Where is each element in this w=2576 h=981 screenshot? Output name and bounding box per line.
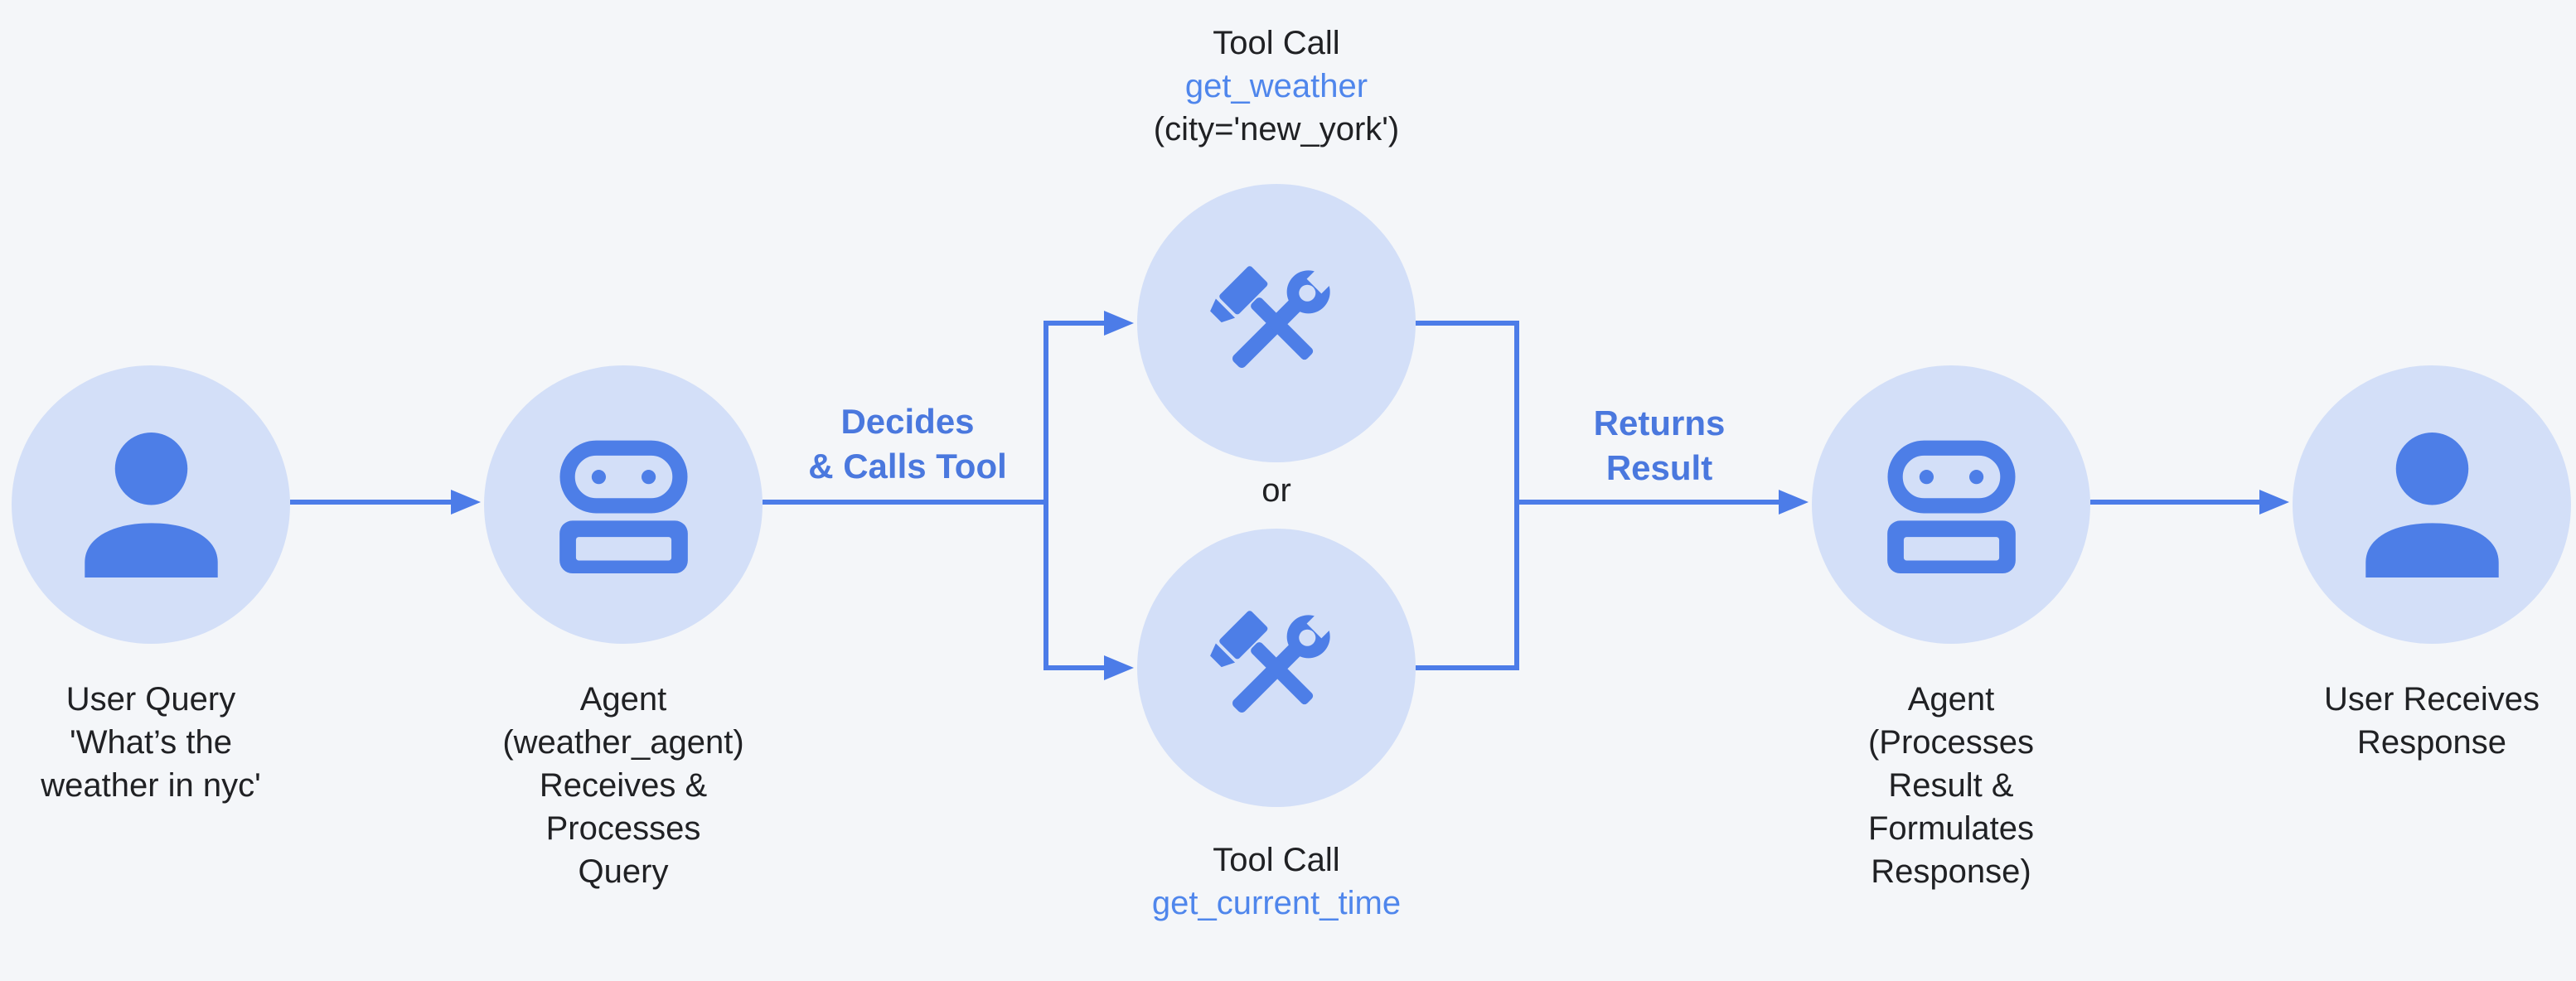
tool-args: (city='new_york') bbox=[1153, 111, 1400, 147]
caption-line: weather in nyc' bbox=[41, 767, 261, 804]
caption-line: User Receives bbox=[2323, 681, 2540, 718]
person-icon bbox=[2365, 432, 2499, 577]
caption-user-query: User Query 'What’s the weather in nyc' bbox=[41, 678, 261, 807]
caption-line: Agent bbox=[579, 681, 667, 718]
node-user-query bbox=[12, 365, 290, 644]
caption-line: (Processes bbox=[1867, 724, 2035, 761]
tool-name-get-current-time: get_current_time bbox=[1151, 885, 1402, 921]
arrowhead-tool-bottom bbox=[1104, 655, 1134, 680]
caption-user-response: User Receives Response bbox=[2324, 678, 2540, 764]
arrowhead-agent-out bbox=[1779, 490, 1809, 515]
person-icon bbox=[84, 432, 218, 577]
robot-icon bbox=[1886, 440, 2016, 573]
tools-icon bbox=[1209, 261, 1339, 368]
edge-label-line: Decides bbox=[840, 402, 975, 441]
robot-icon bbox=[559, 440, 688, 573]
caption-line: Result & bbox=[1888, 767, 2014, 804]
label-tool-get-current-time: Tool Call get_current_time bbox=[1152, 838, 1401, 925]
caption-line: Receives & bbox=[539, 767, 708, 804]
arrowhead-user-out bbox=[2259, 490, 2289, 515]
edge-label-line: Returns bbox=[1593, 404, 1726, 442]
caption-line: Query bbox=[578, 853, 669, 890]
caption-agent-in: Agent (weather_agent) Receives & Process… bbox=[502, 678, 743, 893]
edge-label-returns-result: Returns Result bbox=[1594, 401, 1726, 490]
edge-label-line: Result bbox=[1605, 448, 1713, 487]
node-user-response bbox=[2293, 365, 2571, 644]
caption-line: 'What’s the bbox=[70, 724, 232, 761]
caption-line: Agent bbox=[1907, 681, 1995, 718]
caption-line: Response) bbox=[1871, 853, 2031, 890]
node-tool-get-current-time bbox=[1137, 529, 1416, 807]
or-label: or bbox=[1261, 472, 1291, 509]
caption-line: Response bbox=[2356, 724, 2507, 761]
tool-name-get-weather: get_weather bbox=[1184, 68, 1368, 104]
edge-label-line: & Calls Tool bbox=[808, 447, 1007, 486]
caption-line: (weather_agent) bbox=[502, 724, 744, 761]
tool-call-title: Tool Call bbox=[1213, 842, 1340, 878]
tool-call-title: Tool Call bbox=[1213, 25, 1340, 61]
caption-line: User Query bbox=[65, 681, 236, 718]
node-agent-in bbox=[484, 365, 763, 644]
tools-icon bbox=[1209, 606, 1339, 713]
label-tool-get-weather: Tool Call get_weather (city='new_york') bbox=[1154, 22, 1399, 151]
node-agent-out bbox=[1812, 365, 2090, 644]
edge-label-decides-calls-tool: Decides & Calls Tool bbox=[808, 399, 1007, 489]
caption-line: Formulates bbox=[1867, 810, 2035, 847]
caption-agent-out: Agent (Processes Result & Formulates Res… bbox=[1868, 678, 2034, 893]
arrowhead-tool-top bbox=[1104, 311, 1134, 336]
caption-line: Processes bbox=[545, 810, 701, 847]
node-tool-get-weather bbox=[1137, 184, 1416, 462]
arrowhead-agent-in bbox=[451, 490, 481, 515]
